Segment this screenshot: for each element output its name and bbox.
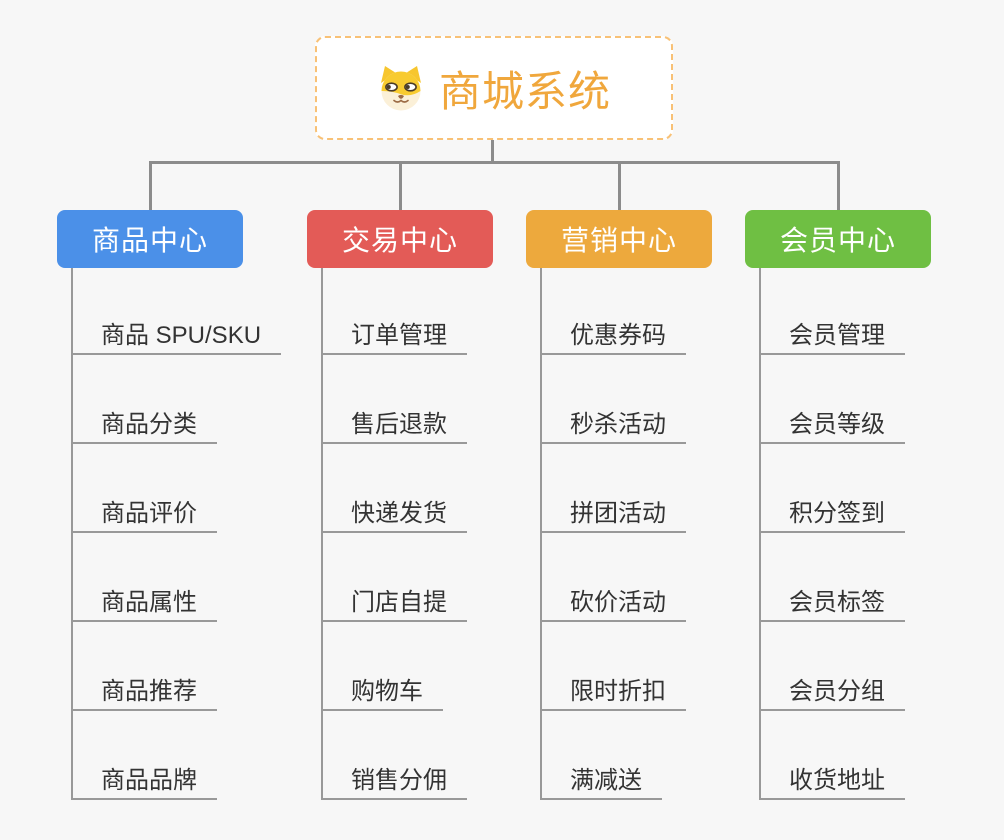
branch-header-label: 商品中心 <box>91 225 208 256</box>
subtopic-node[interactable]: 订单管理 <box>321 315 467 355</box>
subtopic-node[interactable]: 砍价活动 <box>540 582 686 622</box>
subtopic-label: 购物车 <box>351 678 423 705</box>
branch-group: 会员中心 会员管理 会员等级 积分签到 会员标签 会员分组 收货地址 <box>745 210 1004 800</box>
subtopic-label: 门店自提 <box>351 589 447 616</box>
subtopic-label: 限时折扣 <box>570 678 666 705</box>
subtopic-label: 快递发货 <box>351 500 447 527</box>
subtopic-node[interactable]: 秒杀活动 <box>540 404 686 444</box>
subtopic-node[interactable]: 会员标签 <box>759 582 905 622</box>
root-topic-node[interactable]: 商城系统 <box>315 36 673 140</box>
branch-header-label: 会员中心 <box>779 225 896 256</box>
subtopic-node[interactable]: 会员分组 <box>759 671 905 711</box>
subtopic-node[interactable]: 拼团活动 <box>540 493 686 533</box>
subtopic-node[interactable]: 门店自提 <box>321 582 467 622</box>
branch-vertical-connector <box>759 268 761 800</box>
subtopic-node[interactable]: 商品分类 <box>71 404 217 444</box>
doge-icon <box>377 65 425 111</box>
subtopic-node[interactable]: 会员等级 <box>759 404 905 444</box>
subtopic-label: 销售分佣 <box>351 767 447 794</box>
subtopic-node[interactable]: 优惠券码 <box>540 315 686 355</box>
subtopic-node[interactable]: 商品品牌 <box>71 760 217 800</box>
subtopic-label: 积分签到 <box>789 500 885 527</box>
subtopic-label: 会员标签 <box>789 589 885 616</box>
branch-header-label: 交易中心 <box>341 225 458 256</box>
subtopic-label: 会员分组 <box>789 678 885 705</box>
subtopic-node[interactable]: 积分签到 <box>759 493 905 533</box>
branch-header[interactable]: 交易中心 <box>307 210 493 268</box>
subtopic-label: 会员管理 <box>789 322 885 349</box>
subtopic-node[interactable]: 销售分佣 <box>321 760 467 800</box>
branch-vertical-connector <box>540 268 542 800</box>
subtopic-label: 砍价活动 <box>570 589 666 616</box>
subtopic-label: 秒杀活动 <box>570 411 666 438</box>
subtopic-node[interactable]: 售后退款 <box>321 404 467 444</box>
branch-group: 商品中心 商品 SPU/SKU 商品分类 商品评价 商品属性 商品推荐 商品品牌 <box>57 210 317 800</box>
subtopic-label: 优惠券码 <box>570 322 666 349</box>
root-stem-connector <box>491 140 494 164</box>
subtopic-label: 会员等级 <box>789 411 885 438</box>
branch-header[interactable]: 营销中心 <box>526 210 712 268</box>
branch-drop-connector <box>837 161 840 213</box>
subtopic-node[interactable]: 商品评价 <box>71 493 217 533</box>
subtopic-label: 售后退款 <box>351 411 447 438</box>
branch-group: 营销中心 优惠券码 秒杀活动 拼团活动 砍价活动 限时折扣 满减送 <box>526 210 786 800</box>
subtopic-label: 商品 SPU/SKU <box>101 322 262 349</box>
branch-header[interactable]: 会员中心 <box>745 210 931 268</box>
branch-group: 交易中心 订单管理 售后退款 快递发货 门店自提 购物车 销售分佣 <box>307 210 567 800</box>
subtopic-node[interactable]: 购物车 <box>321 671 443 711</box>
subtopic-label: 拼团活动 <box>570 500 666 527</box>
subtopic-node[interactable]: 限时折扣 <box>540 671 686 711</box>
subtopic-node[interactable]: 商品属性 <box>71 582 217 622</box>
branch-bus-connector <box>149 161 840 164</box>
subtopic-node[interactable]: 收货地址 <box>759 760 905 800</box>
subtopic-label: 订单管理 <box>351 322 447 349</box>
subtopic-node[interactable]: 满减送 <box>540 760 662 800</box>
subtopic-node[interactable]: 会员管理 <box>759 315 905 355</box>
branch-header[interactable]: 商品中心 <box>57 210 243 268</box>
root-topic-title: 商城系统 <box>438 67 611 115</box>
subtopic-node[interactable]: 商品 SPU/SKU <box>71 315 282 355</box>
branch-vertical-connector <box>71 268 73 800</box>
subtopic-node[interactable]: 商品推荐 <box>71 671 217 711</box>
subtopic-label: 商品品牌 <box>101 767 197 794</box>
subtopic-label: 收货地址 <box>789 767 885 794</box>
subtopic-label: 商品评价 <box>101 500 197 527</box>
branch-drop-connector <box>149 161 152 213</box>
subtopic-label: 商品分类 <box>101 411 197 438</box>
subtopic-label: 商品推荐 <box>101 678 197 705</box>
branch-drop-connector <box>399 161 402 213</box>
branch-drop-connector <box>618 161 621 213</box>
subtopic-label: 商品属性 <box>101 589 197 616</box>
subtopic-node[interactable]: 快递发货 <box>321 493 467 533</box>
branch-vertical-connector <box>321 268 323 800</box>
subtopic-label: 满减送 <box>570 767 642 794</box>
branch-header-label: 营销中心 <box>560 225 677 256</box>
